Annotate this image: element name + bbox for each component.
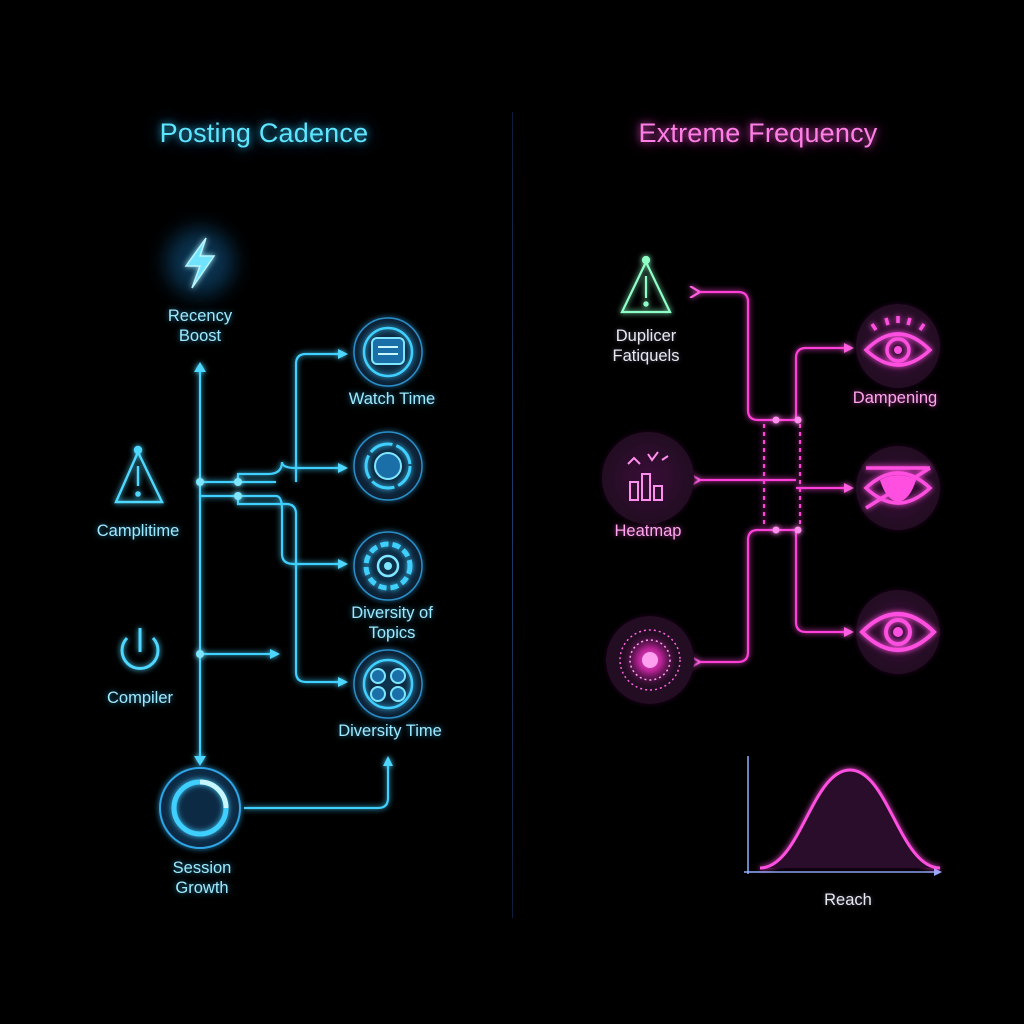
power-icon [120, 628, 160, 670]
bar-chart-icon [602, 432, 694, 524]
lightning-icon [166, 228, 234, 296]
center-divider [512, 112, 513, 918]
route-loop [236, 461, 348, 482]
burst-icon [606, 616, 694, 704]
label-camplitime: Camplitime [96, 522, 180, 540]
circle-target-icon [353, 431, 423, 501]
eye-icon [856, 590, 940, 674]
right-title: Extreme Frequency [638, 118, 878, 148]
reach-curve [759, 768, 941, 870]
label-recency-boost: Recency Boost [167, 307, 233, 345]
label-diversity-time: Diversity Time [338, 722, 442, 740]
label-diversity-topics: Diversity of Topics [351, 604, 433, 642]
right-junction-dots [772, 416, 802, 534]
junction-dot [234, 478, 242, 486]
route-eye-bottom [794, 530, 854, 637]
screen-icon [353, 317, 423, 387]
route-session-growth [244, 756, 393, 810]
label-heatmap: Heatmap [614, 522, 682, 540]
route-dampening [794, 343, 854, 420]
crossed-eye-icon [856, 446, 940, 530]
route-burst [698, 528, 776, 662]
left-junction-dots [196, 478, 242, 658]
junction-dot [772, 416, 780, 424]
junction-dot [772, 526, 780, 534]
route-duplicer [698, 292, 776, 422]
route-watch-time [294, 349, 348, 482]
label-compiler: Compiler [106, 689, 174, 707]
label-session-growth: Session Growth [172, 859, 232, 897]
warning-triangle-icon [114, 445, 164, 504]
label-dampening: Dampening [852, 389, 938, 407]
label-watch-time: Watch Time [348, 390, 436, 408]
warning-triangle-icon [620, 255, 672, 314]
label-duplicer: Duplicer Fatiquels [612, 327, 680, 365]
junction-dot [234, 492, 242, 500]
junction-dot [794, 526, 802, 534]
ring-icon [159, 767, 241, 849]
junction-dot [196, 478, 204, 486]
gear-icon [353, 531, 423, 601]
chart-label-reach: Reach [824, 891, 872, 909]
spine-arrow-up [194, 362, 206, 372]
cluster-icon [353, 649, 423, 719]
reach-chart [744, 756, 942, 876]
route-diversity-time [236, 496, 348, 687]
chart-x-arrow [934, 868, 942, 876]
spine-arrow-down [194, 756, 206, 766]
route-diversity-topics [275, 494, 348, 569]
eye-icon [856, 304, 940, 388]
left-title: Posting Cadence [159, 118, 369, 148]
junction-dot [196, 650, 204, 658]
junction-dot [794, 416, 802, 424]
